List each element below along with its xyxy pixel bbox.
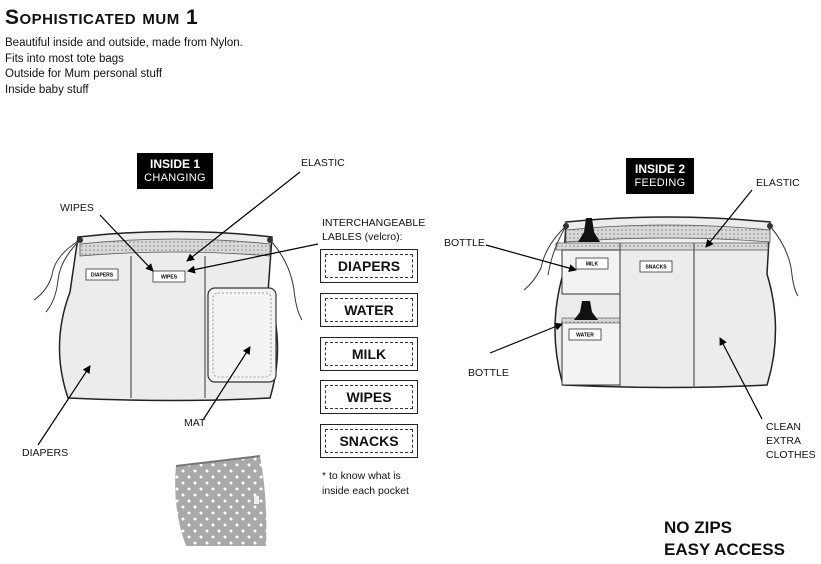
- product-description: Beautiful inside and outside, made from …: [5, 36, 243, 98]
- label-bottle-bottom: BOTTLE: [468, 367, 509, 379]
- description-line: Inside baby stuff: [5, 83, 89, 96]
- tag-inside-1: INSIDE 1 CHANGING: [137, 153, 213, 189]
- pocket-label-water: WATER: [576, 333, 594, 339]
- velcro-label-text: DIAPERS: [325, 254, 413, 278]
- tag-inside-2: INSIDE 2 FEEDING: [626, 158, 694, 194]
- velcro-label-text: SNACKS: [325, 429, 413, 453]
- velcro-label-text: WATER: [325, 298, 413, 322]
- label-elastic-2: ELASTIC: [756, 177, 800, 189]
- interchangeable-heading: INTERCHANGEABLE LABLES (velcro):: [322, 216, 425, 244]
- note-line: inside each pocket: [322, 485, 409, 497]
- velcro-label: MILK: [320, 337, 418, 371]
- label-bottle-top: BOTTLE: [444, 237, 485, 249]
- description-line: Beautiful inside and outside, made from …: [5, 37, 243, 49]
- pocket-label-wipes: WIPES: [161, 275, 178, 281]
- label-line: CLEAN: [766, 421, 802, 433]
- label-mat: MAT: [184, 417, 206, 429]
- tag-title: INSIDE 1: [149, 157, 200, 171]
- pocket-label-milk: MILK: [586, 262, 599, 268]
- tag-subtitle: CHANGING: [144, 172, 206, 184]
- feature-line: NO ZIPS: [664, 518, 733, 537]
- page-title: Sophisticated mum 1: [5, 6, 199, 29]
- velcro-label: DIAPERS: [320, 249, 418, 283]
- organizer-feeding: MILK WATER SNACKS: [523, 216, 799, 389]
- velcro-label: WATER: [320, 293, 418, 327]
- callout-arrows-changing: [37, 171, 319, 446]
- mat-photo: [175, 455, 267, 546]
- tag-title: INSIDE 2: [634, 162, 685, 176]
- label-line: EXTRA: [766, 435, 802, 447]
- velcro-label: WIPES: [320, 380, 418, 414]
- feature-callout: NO ZIPS EASY ACCESS: [664, 517, 785, 561]
- description-line: Fits into most tote bags: [5, 52, 124, 65]
- label-line: CLOTHES: [766, 449, 816, 461]
- label-note: * to know what is inside each pocket: [322, 469, 409, 499]
- description-line: Outside for Mum personal stuff: [5, 68, 163, 80]
- callout-arrows-feeding: [485, 189, 763, 420]
- label-clean-clothes: CLEAN EXTRA CLOTHES: [766, 420, 816, 462]
- velcro-label-text: MILK: [325, 342, 413, 366]
- velcro-label-text: WIPES: [325, 385, 413, 409]
- note-line: * to know what is: [322, 470, 401, 482]
- feature-line: EASY ACCESS: [664, 540, 785, 559]
- label-diapers: DIAPERS: [22, 447, 69, 459]
- heading-line: INTERCHANGEABLE: [322, 217, 426, 229]
- velcro-label: SNACKS: [320, 424, 418, 458]
- pocket-label-diapers: DIAPERS: [91, 273, 114, 279]
- heading-line: LABLES (velcro):: [322, 231, 403, 243]
- organizer-changing: DIAPERS WIPES: [33, 230, 303, 402]
- label-wipes: WIPES: [60, 202, 94, 214]
- pocket-label-snacks: SNACKS: [645, 265, 667, 271]
- tag-subtitle: FEEDING: [634, 177, 686, 189]
- label-elastic: ELASTIC: [301, 157, 345, 169]
